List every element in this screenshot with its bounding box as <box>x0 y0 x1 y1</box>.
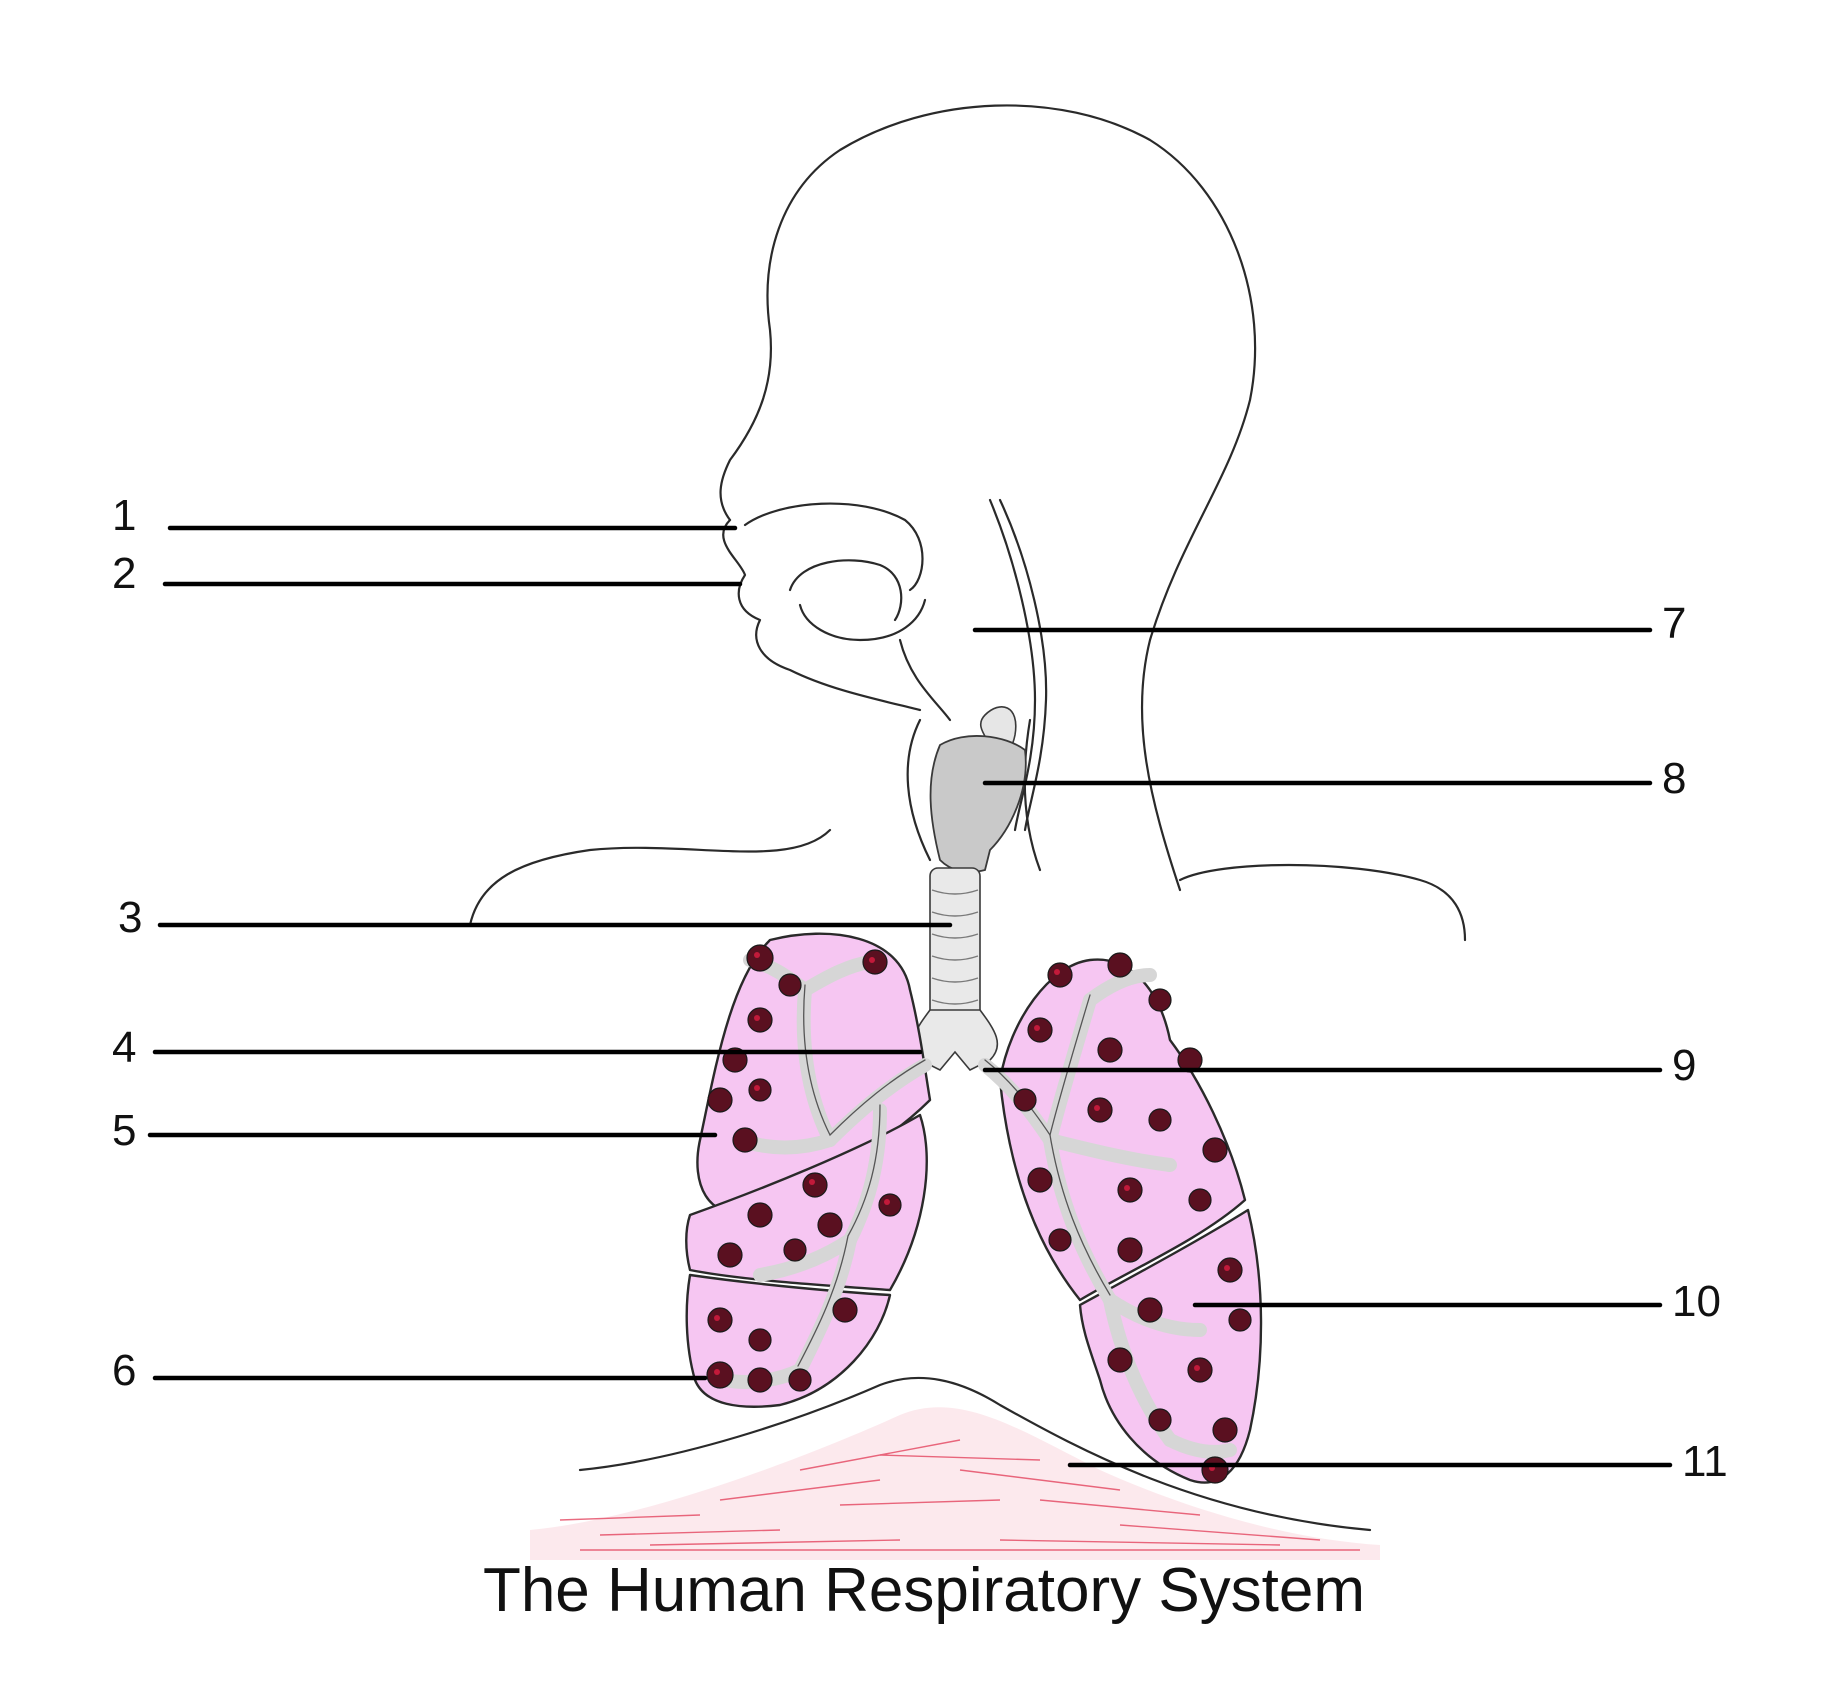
number-labels: 1 2 3 4 5 6 7 8 9 10 11 <box>112 491 1728 1486</box>
right-bronchial-tree <box>718 953 932 1389</box>
body-outline <box>468 104 1467 942</box>
right-lung-middle-lobe <box>685 1113 928 1292</box>
oral-cavity <box>898 638 952 722</box>
diaphragm-fill <box>530 1407 1380 1560</box>
label-10: 10 <box>1672 1277 1721 1326</box>
right-shoulder <box>1178 863 1467 942</box>
label-9: 9 <box>1672 1041 1696 1090</box>
larynx-cartilage <box>929 735 1027 873</box>
trachea <box>911 867 999 1071</box>
label-6: 6 <box>112 1346 136 1395</box>
face-profile <box>722 518 922 712</box>
trachea-tube <box>929 867 981 1019</box>
right-alveoli <box>706 944 902 1393</box>
nasal-cavity <box>743 502 924 592</box>
label-5: 5 <box>112 1106 136 1155</box>
label-2: 2 <box>112 549 136 598</box>
right-lung <box>685 932 932 1408</box>
label-11: 11 <box>1682 1437 1728 1486</box>
label-4: 4 <box>112 1023 136 1072</box>
head-outline <box>719 104 1257 892</box>
neck-front <box>906 718 932 862</box>
tongue <box>798 598 927 642</box>
pharynx-wall-inner <box>998 498 1048 832</box>
left-lung-upper-lobe <box>998 958 1247 1302</box>
label-1: 1 <box>112 491 136 540</box>
pharynx-wall <box>988 498 1037 832</box>
label-7: 7 <box>1662 599 1686 648</box>
left-alveoli <box>1013 952 1252 1484</box>
left-lung <box>978 952 1263 1484</box>
diagram-title: The Human Respiratory System <box>482 1556 1366 1625</box>
left-shoulder <box>468 828 832 927</box>
diaphragm-outline <box>578 1376 1372 1532</box>
diaphragm <box>530 1376 1380 1560</box>
left-lung-lower-lobe <box>1078 1208 1263 1484</box>
neck-back <box>1023 718 1042 872</box>
palate <box>788 559 903 622</box>
label-8: 8 <box>1662 754 1686 803</box>
label-3: 3 <box>118 893 142 942</box>
larynx <box>929 706 1027 873</box>
leader-lines <box>147 525 1673 1468</box>
